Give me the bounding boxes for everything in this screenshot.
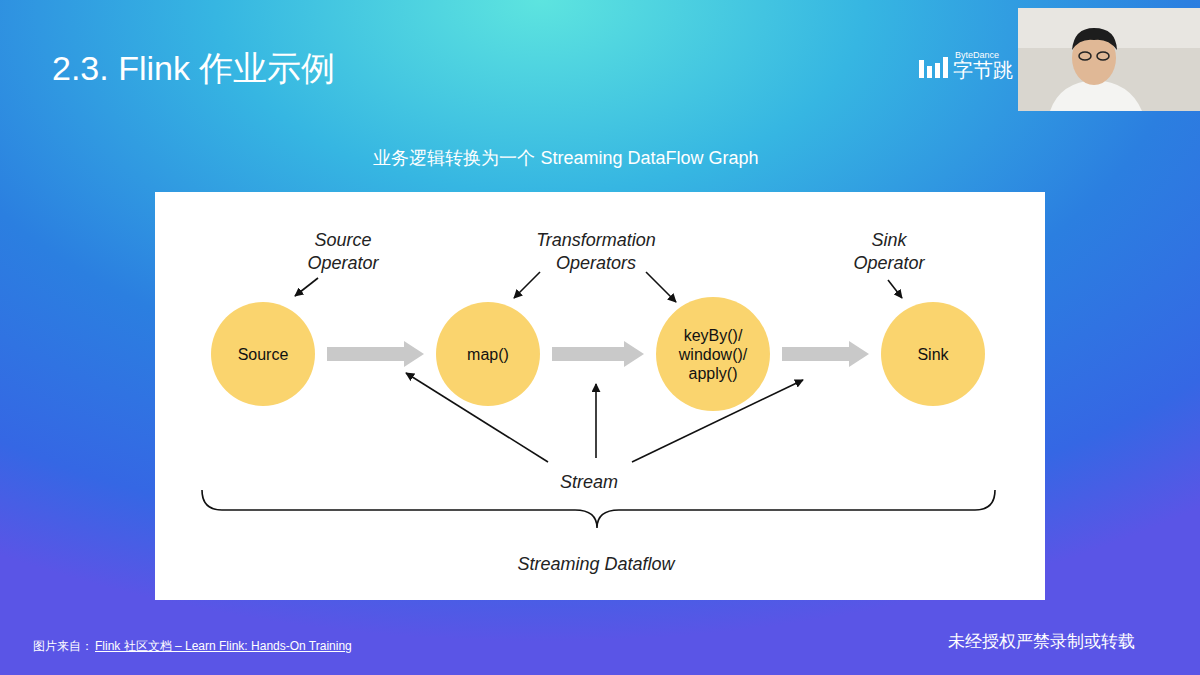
operator-circle: map() <box>436 302 540 406</box>
source-note: 图片来自： <box>33 639 93 653</box>
operator-label: Source Operator <box>297 229 389 275</box>
operator-circle: keyBy()/ window()/ apply() <box>656 297 770 411</box>
webcam-overlay <box>1018 8 1200 111</box>
dataflow-label: Streaming Dataflow <box>517 553 674 575</box>
subtitle: 业务逻辑转换为一个 Streaming DataFlow Graph <box>373 147 758 169</box>
logo-text: 字节跳 <box>953 58 1013 82</box>
operator-name: keyBy()/ window()/ apply() <box>672 326 754 383</box>
operator-circle: Sink <box>881 302 985 406</box>
operator-name: Source <box>238 345 289 364</box>
operator-label: Sink Operator <box>843 229 935 275</box>
stream-arrow <box>327 347 404 361</box>
operator-name: map() <box>467 345 509 364</box>
operator-name: Sink <box>917 345 948 364</box>
stream-label: Stream <box>560 471 618 493</box>
stream-arrow <box>782 347 849 361</box>
white-panel <box>155 192 1045 600</box>
curly-brace <box>202 490 995 528</box>
operator-circle: Source <box>211 302 315 406</box>
stream-arrow <box>552 347 624 361</box>
slide-title: 2.3. Flink 作业示例 <box>52 46 335 92</box>
source-link: Flink 社区文档 – Learn Flink: Hands-On Train… <box>95 639 352 653</box>
copyright-note: 未经授权严禁录制或转载 <box>948 632 1135 652</box>
logo-icon <box>919 57 948 78</box>
leader-lines <box>295 272 902 462</box>
operator-label: Transformation Operators <box>516 229 676 275</box>
